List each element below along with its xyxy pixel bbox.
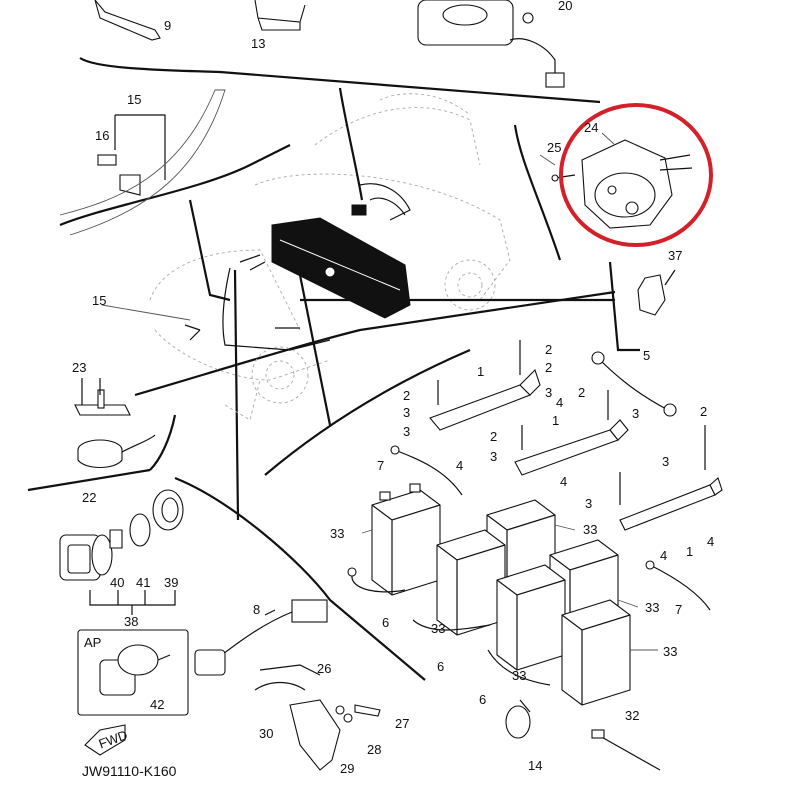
callout-16: 16 [95,128,109,143]
callout-4b: 4 [456,458,463,473]
callout-1b: 1 [552,413,559,428]
callout-labels: 9 13 20 15 16 24 25 37 15 23 22 2 5 1 2 … [72,0,714,779]
callout-7a: 7 [377,458,384,473]
top-parts [94,0,565,88]
callout-3d: 3 [632,406,639,421]
callout-33d: 33 [431,621,445,636]
clip-37 [637,269,676,316]
callout-2a: 2 [545,342,552,357]
callout-23: 23 [72,360,86,375]
callout-14: 14 [528,758,542,773]
callout-30: 30 [259,726,273,741]
cart-outline [149,93,511,421]
batteries [371,483,631,706]
callout-3a: 3 [545,385,552,400]
callout-6c: 6 [479,692,486,707]
callout-25: 25 [547,140,561,155]
ap-box [77,629,189,716]
callout-26: 26 [317,661,331,676]
callout-4a: 4 [556,395,563,410]
actuator-26-30 [254,664,341,771]
callout-2b: 2 [545,360,552,375]
callout-33c: 33 [645,600,659,615]
drawing-code: JW91110-K160 [82,763,177,779]
callout-22: 22 [82,490,96,505]
battery-brackets [429,340,723,531]
callout-7b: 7 [675,602,682,617]
switch-23-22 [74,378,156,469]
highlight-ring [559,103,713,247]
callout-1c: 1 [686,544,693,559]
cables-7 [390,445,711,611]
callout-15a: 15 [127,92,141,107]
clamp-14 [505,699,531,739]
wire-harness [184,87,615,426]
callout-6b: 6 [437,659,444,674]
cables-6 [347,567,551,686]
callout-2d: 2 [578,385,585,400]
callout-6a: 6 [382,615,389,630]
callout-3b: 3 [403,405,410,420]
motor-assembly [551,103,713,247]
section-dividers [27,57,640,681]
callout-38: 38 [124,614,138,629]
callout-33b: 33 [583,522,597,537]
callout-37: 37 [668,248,682,263]
callout-28: 28 [367,742,381,757]
callout-3e: 3 [490,449,497,464]
battery-3 [436,529,506,636]
callout-8: 8 [253,602,260,617]
callout-1a: 1 [477,364,484,379]
callout-41: 41 [136,575,150,590]
callout-33a: 33 [330,526,344,541]
callout-33f: 33 [663,644,677,659]
callout-3g: 3 [662,454,669,469]
callout-2e: 2 [700,404,707,419]
callout-27: 27 [395,716,409,731]
callout-15b: 15 [92,293,106,308]
callout-24: 24 [584,120,598,135]
callout-4e: 4 [660,548,667,563]
callout-40: 40 [110,575,124,590]
callout-9: 9 [164,18,171,33]
fwd-arrow [84,724,126,756]
callout-2f: 2 [490,429,497,444]
callout-42: 42 [150,697,164,712]
callout-4c: 4 [560,474,567,489]
battery-6 [561,599,631,706]
callout-32: 32 [625,708,639,723]
bracket-15-16 [59,89,226,236]
callout-39: 39 [164,575,178,590]
harness-8 [194,599,328,676]
controller-box [271,183,411,319]
fasteners-27-29 [335,704,381,723]
battery-1 [371,483,441,596]
battery-5 [496,564,566,671]
callout-ap: AP [84,635,101,650]
callout-4d: 4 [707,534,714,549]
callout-3c: 3 [403,424,410,439]
callout-29: 29 [340,761,354,776]
callout-20: 20 [558,0,572,13]
leader-lines [101,132,658,651]
callout-3f: 3 [585,496,592,511]
callout-2c: 2 [403,388,410,403]
key-switch-group [59,489,184,615]
callout-13: 13 [251,36,265,51]
callout-5: 5 [643,348,650,363]
strap-32 [591,729,661,771]
callout-33e: 33 [512,668,526,683]
